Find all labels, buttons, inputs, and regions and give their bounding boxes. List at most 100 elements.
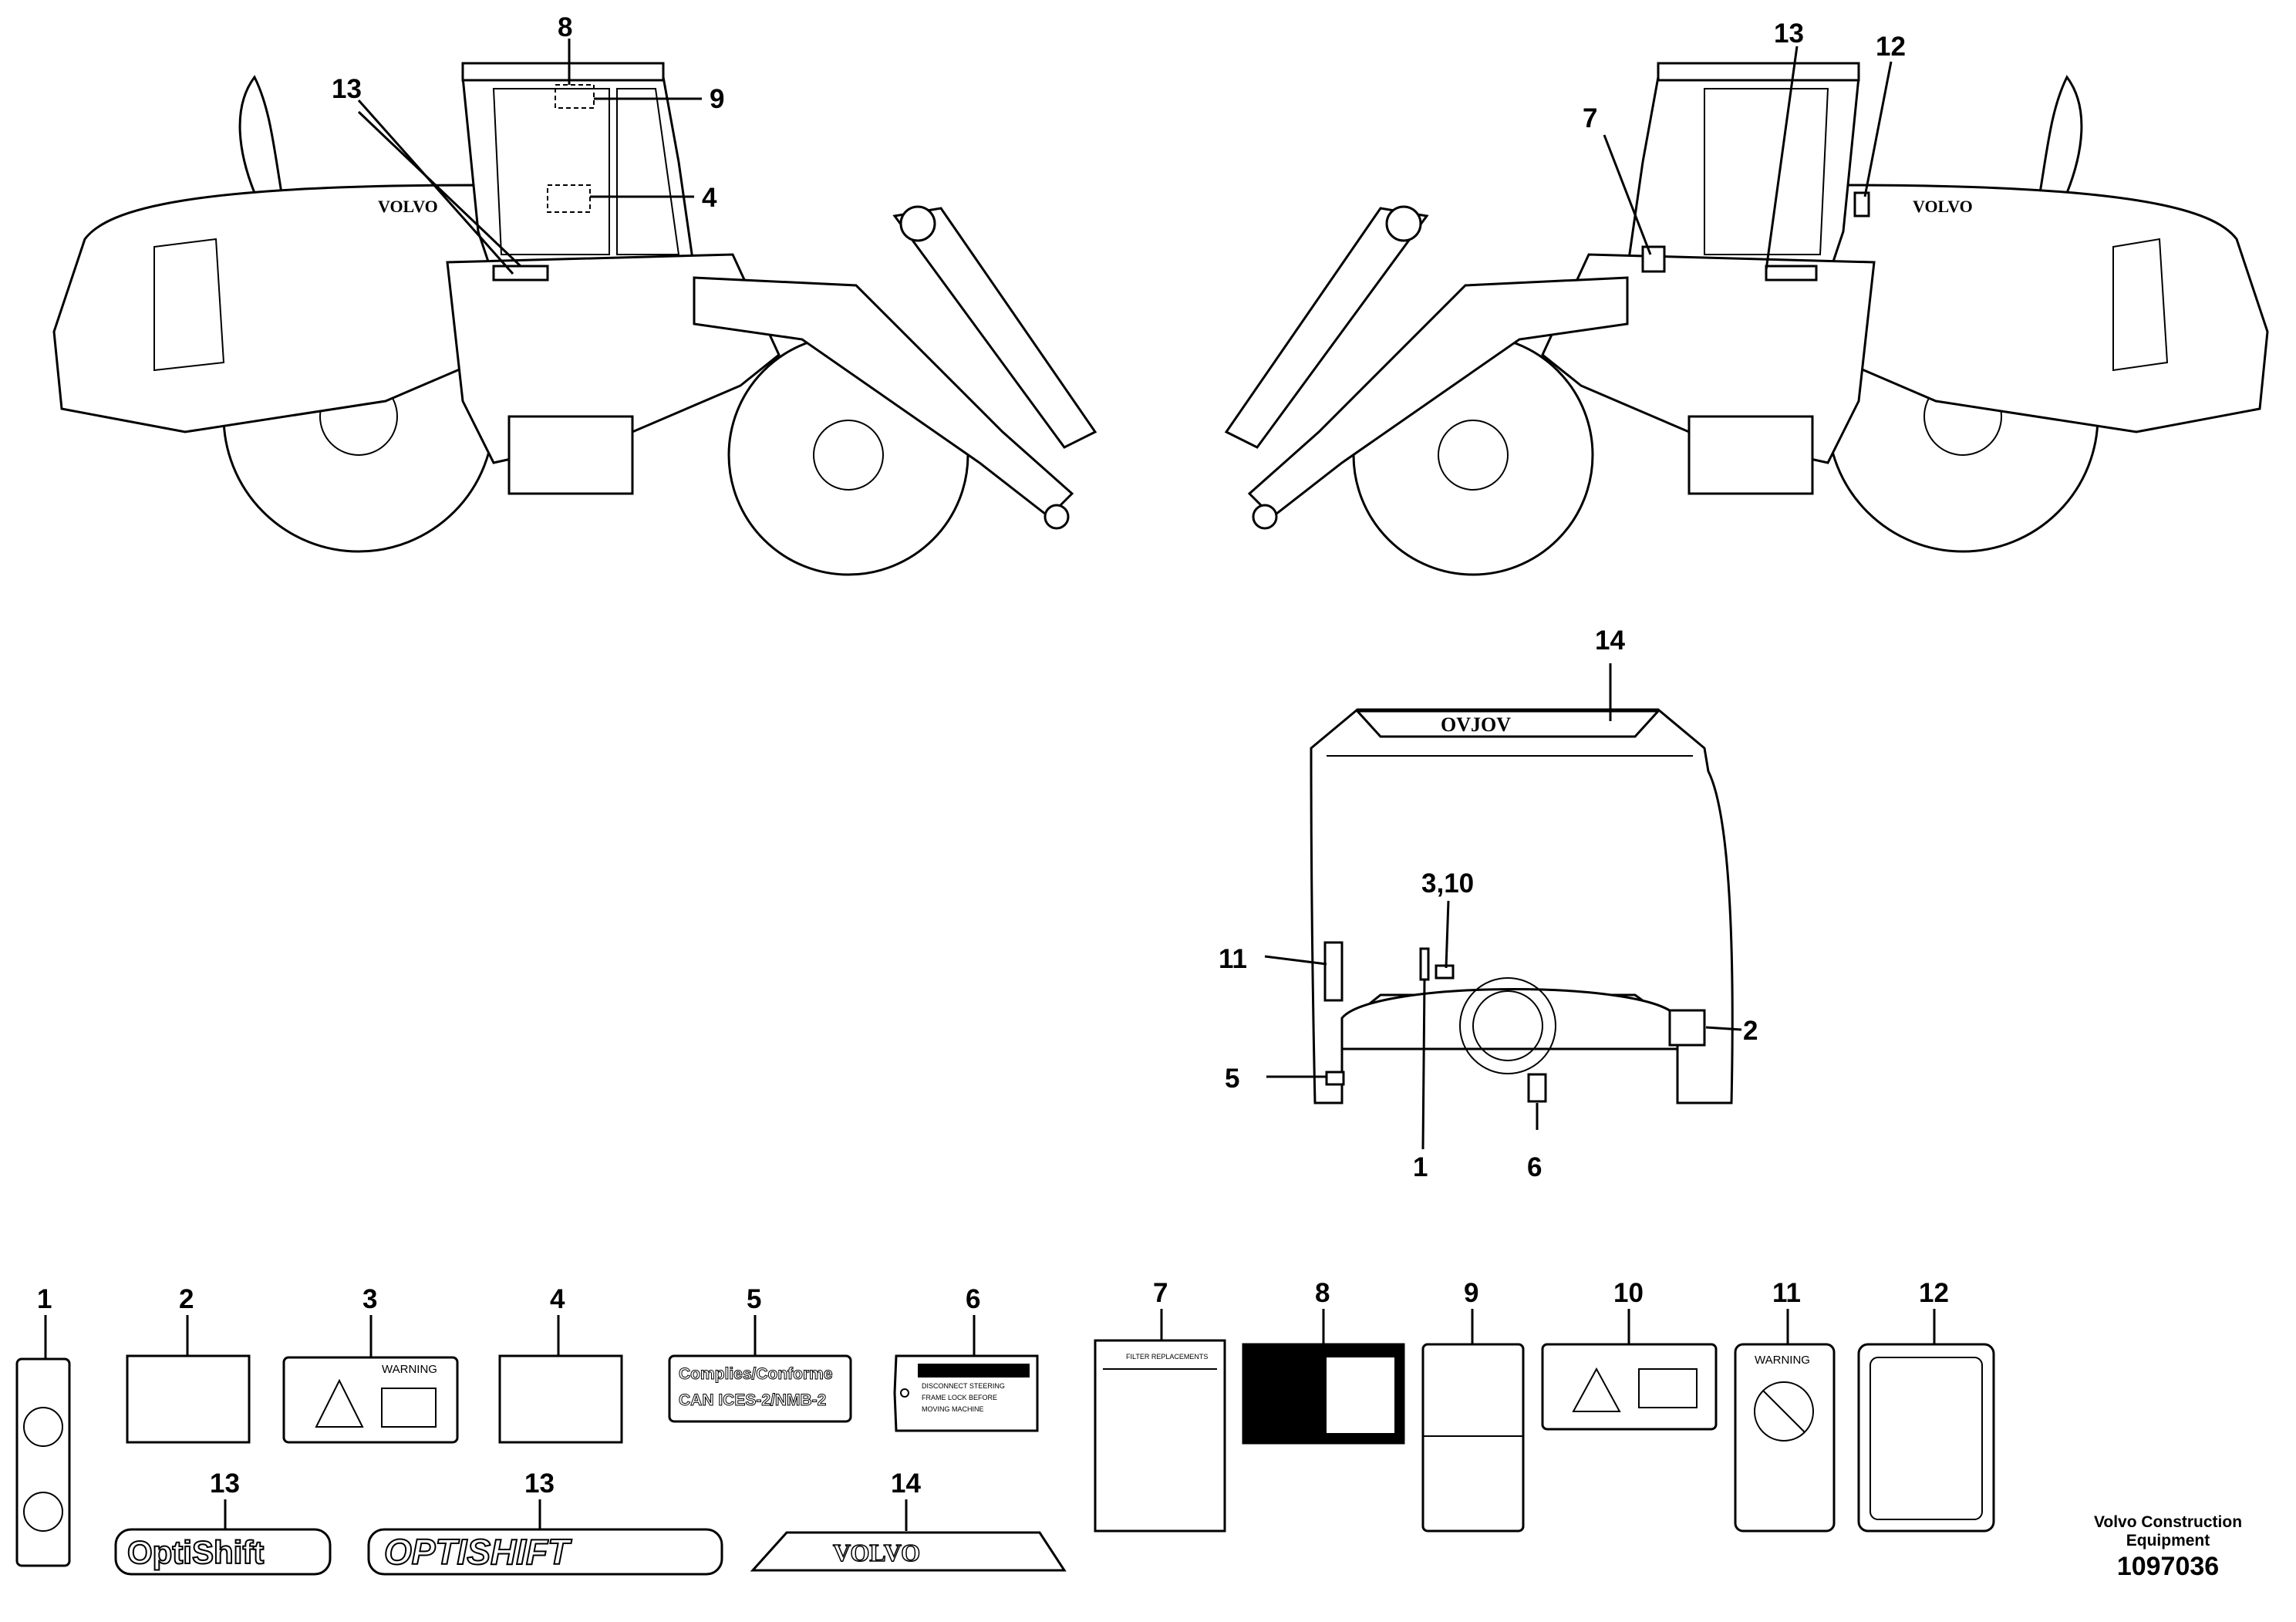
steps bbox=[507, 415, 634, 495]
decal-13-position bbox=[492, 265, 549, 282]
callout-4: 4 bbox=[702, 183, 717, 213]
legend-num-9: 9 bbox=[1464, 1278, 1478, 1308]
footer-block: Volvo Construction Equipment 1097036 bbox=[2094, 1513, 2242, 1581]
callout-12: 12 bbox=[1876, 32, 1906, 62]
exhaust-stack bbox=[238, 75, 283, 194]
legend-num-13b: 13 bbox=[524, 1469, 555, 1499]
decal-11-warning-text: WARNING bbox=[1755, 1354, 1810, 1367]
decal-13-optishift-caps-text: OPTISHIFT bbox=[384, 1532, 572, 1572]
warning-triangle-icon bbox=[1572, 1367, 1621, 1412]
legend-num-3: 3 bbox=[362, 1284, 377, 1314]
cab-door-window bbox=[492, 88, 610, 255]
decal-5-line1: Complies/Conforme bbox=[679, 1365, 833, 1383]
leader-13 bbox=[357, 99, 514, 275]
decal-6-line3: MOVING MACHINE bbox=[922, 1405, 984, 1413]
legend-num-6: 6 bbox=[966, 1284, 980, 1314]
callout-13-right: 13 bbox=[1774, 19, 1804, 49]
leader-12 bbox=[1863, 61, 1893, 197]
legend-num-2: 2 bbox=[179, 1284, 194, 1314]
legend-num-11: 11 bbox=[1772, 1278, 1801, 1308]
decal-1 bbox=[15, 1357, 71, 1567]
decal-12 bbox=[1857, 1343, 1995, 1533]
decal-13-optishift bbox=[114, 1528, 332, 1576]
leader-13b bbox=[357, 110, 522, 268]
decal-8-position bbox=[555, 84, 595, 109]
decal-11-position bbox=[1323, 941, 1344, 1002]
front-wheel-hub bbox=[813, 420, 884, 491]
legend-num-1: 1 bbox=[37, 1284, 52, 1314]
decal-6-hole bbox=[900, 1388, 909, 1398]
leader-7 bbox=[1603, 134, 1652, 255]
decal-7-position bbox=[1641, 245, 1666, 273]
decal-6-line1: DISCONNECT STEERING bbox=[922, 1382, 1005, 1390]
decal-1-symbol-a bbox=[23, 1407, 63, 1447]
front-wheel-hub bbox=[1438, 420, 1509, 491]
decal-5-position bbox=[1325, 1071, 1345, 1086]
decal-5-line2: CAN ICES-2/NMB-2 bbox=[679, 1391, 826, 1409]
wheel-loader-right-side-view: VOLVO 7 13 12 bbox=[1224, 19, 2269, 576]
roof-brand-text: OVJOV bbox=[1441, 713, 1511, 736]
callout-3-10: 3,10 bbox=[1421, 868, 1474, 899]
decal-12-position bbox=[1853, 191, 1870, 218]
leader-2 bbox=[1705, 1026, 1742, 1031]
cab-roof bbox=[1657, 62, 1860, 82]
decal-6-line2: FRAME LOCK BEFORE bbox=[922, 1394, 997, 1401]
warning-triangle-icon bbox=[315, 1378, 364, 1428]
decal-6-position bbox=[1527, 1073, 1547, 1103]
decal-5 bbox=[668, 1354, 852, 1423]
decal-6-header-bar bbox=[918, 1364, 1030, 1378]
decal-legend: 1 2 3 WARNING 4 5 Complies/Conforme CAN … bbox=[15, 1278, 1995, 1576]
cab-front-window bbox=[616, 88, 680, 255]
callout-5: 5 bbox=[1225, 1064, 1239, 1094]
callout-6: 6 bbox=[1527, 1152, 1542, 1182]
decal-13-optishift-caps bbox=[367, 1528, 723, 1576]
manual-book-icon bbox=[1638, 1368, 1698, 1408]
decal-14-volvo-text: VOLVO bbox=[833, 1539, 920, 1566]
hood-brand-text: VOLVO bbox=[1913, 197, 1973, 216]
rear-grille bbox=[153, 238, 225, 372]
decal-3-10-position bbox=[1435, 964, 1455, 980]
emergency-exit-icon bbox=[1327, 1357, 1394, 1433]
cab-roof bbox=[461, 62, 665, 82]
decal-13-optishift-text: OptiShift bbox=[127, 1534, 264, 1570]
manual-book-icon bbox=[381, 1388, 437, 1428]
leader-13 bbox=[1765, 46, 1799, 271]
decal-3 bbox=[282, 1356, 459, 1444]
drawing-number: 1097036 bbox=[2117, 1552, 2219, 1581]
steering-wheel-inner bbox=[1472, 990, 1543, 1061]
no-entry-icon bbox=[1754, 1381, 1814, 1442]
company-name-line1: Volvo Construction bbox=[2094, 1513, 2242, 1531]
legend-num-12: 12 bbox=[1919, 1278, 1949, 1308]
steps bbox=[1687, 415, 1814, 495]
decal-9 bbox=[1421, 1343, 1525, 1533]
cab-door-window bbox=[1704, 88, 1829, 255]
legend-num-14: 14 bbox=[891, 1469, 921, 1499]
callout-14: 14 bbox=[1595, 626, 1625, 656]
no-entry-slash bbox=[1762, 1390, 1805, 1433]
roof-brand-plate bbox=[1354, 710, 1661, 738]
callout-9: 9 bbox=[710, 84, 724, 114]
decal-1-symbol-b bbox=[23, 1492, 63, 1532]
decal-10 bbox=[1541, 1343, 1718, 1431]
legend-num-13a: 13 bbox=[210, 1469, 240, 1499]
decal-7 bbox=[1094, 1339, 1226, 1533]
decal-13-position bbox=[1765, 265, 1818, 282]
company-name-line2: Equipment bbox=[2126, 1532, 2210, 1549]
leader-3-10 bbox=[1445, 900, 1450, 969]
lever-pivot bbox=[899, 205, 936, 242]
decal-1-position bbox=[1419, 947, 1430, 981]
decal-2-position bbox=[1668, 1009, 1706, 1047]
steering-wheel bbox=[1459, 977, 1556, 1074]
decal-7-title: FILTER REPLACEMENTS bbox=[1126, 1353, 1208, 1361]
exhaust-stack bbox=[2038, 75, 2083, 194]
rear-grille bbox=[2112, 238, 2169, 372]
legend-num-7: 7 bbox=[1153, 1278, 1168, 1308]
legend-num-5: 5 bbox=[747, 1284, 761, 1314]
cab-interior-front-view: OVJOV 14 3,10 11 2 5 1 6 bbox=[1219, 626, 1758, 1182]
callout-13-left: 13 bbox=[332, 74, 362, 104]
legend-num-10: 10 bbox=[1613, 1278, 1644, 1308]
bucket-pivot bbox=[1043, 504, 1070, 530]
wheel-loader-left-side-view: VOLVO 13 8 9 4 bbox=[52, 12, 1097, 576]
callout-7: 7 bbox=[1583, 103, 1597, 133]
